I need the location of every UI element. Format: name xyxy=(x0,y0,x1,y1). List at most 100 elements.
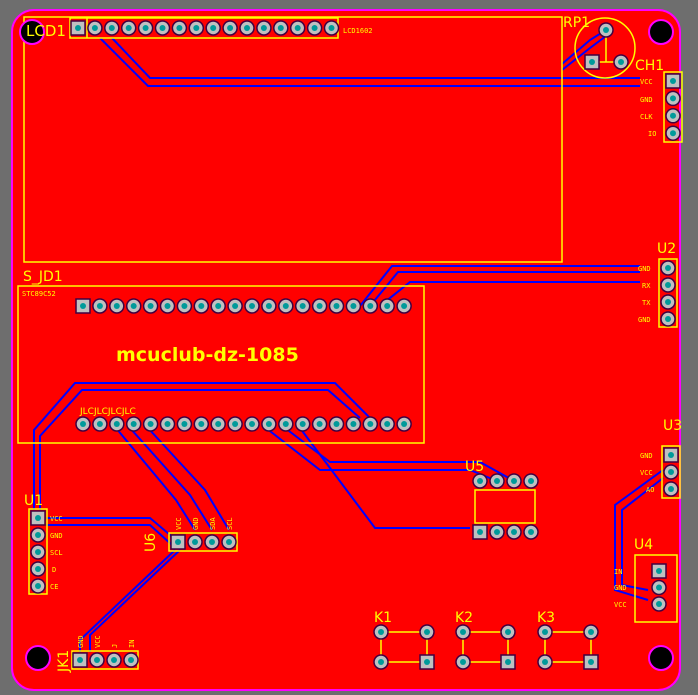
mounting-hole xyxy=(19,19,45,45)
round-pad xyxy=(506,473,522,489)
round-pad xyxy=(256,20,272,36)
ch1-pin-label: GND xyxy=(640,96,653,104)
round-pad xyxy=(613,54,629,70)
round-pad xyxy=(660,294,676,310)
round-pad xyxy=(210,298,226,314)
pads xyxy=(30,20,681,670)
square-pad xyxy=(419,654,435,670)
round-pad xyxy=(489,473,505,489)
round-pad xyxy=(362,416,379,432)
round-pad xyxy=(289,20,306,36)
round-pad xyxy=(176,416,193,432)
round-pad xyxy=(30,544,46,560)
rp1-ref: RP1 xyxy=(563,15,590,31)
round-pad xyxy=(379,298,395,314)
round-pad xyxy=(92,416,108,432)
u2-pin-label: GND xyxy=(638,265,651,273)
round-pad xyxy=(176,298,193,314)
round-pad xyxy=(583,624,599,640)
ch1-pin-label: CLK xyxy=(640,113,653,121)
round-pad xyxy=(30,527,46,543)
round-pad xyxy=(159,416,176,432)
round-pad xyxy=(75,416,91,432)
round-pad xyxy=(244,298,260,314)
jk1-pin-label: IN xyxy=(128,640,136,648)
round-pad xyxy=(294,298,311,314)
u3-pin-label: GND xyxy=(640,452,653,460)
u3-pin-label: VCC xyxy=(640,469,653,477)
jk1-pin-label: J xyxy=(111,644,119,648)
round-pad xyxy=(193,416,210,432)
round-pad xyxy=(500,624,516,640)
round-pad xyxy=(109,298,125,314)
round-pad xyxy=(210,416,226,432)
u6-pin-label: GND xyxy=(192,517,200,530)
round-pad xyxy=(109,416,125,432)
u4-pin-label: IN xyxy=(614,568,622,576)
round-pad xyxy=(373,624,389,640)
k2-ref: K2 xyxy=(455,610,473,626)
round-pad xyxy=(222,20,238,36)
round-pad xyxy=(328,298,345,314)
u1-pin-label: GND xyxy=(50,532,63,540)
round-pad xyxy=(120,20,137,36)
square-pad xyxy=(665,73,681,89)
round-pad xyxy=(30,561,46,577)
mounting-hole xyxy=(648,19,674,45)
round-pad xyxy=(362,298,379,314)
round-pad xyxy=(537,654,553,670)
round-pad xyxy=(106,652,122,668)
u5-ref: U5 xyxy=(465,459,484,475)
u2-pin-label: TX xyxy=(642,299,651,307)
u1-pin-label: D xyxy=(52,566,56,574)
round-pad xyxy=(273,20,289,36)
round-pad xyxy=(187,534,203,550)
square-pad xyxy=(170,534,186,550)
board-title: mcuclub-dz-1085 xyxy=(116,344,299,366)
round-pad xyxy=(205,20,221,36)
round-pad xyxy=(328,416,345,432)
round-pad xyxy=(142,416,159,432)
s-jd1-ref: S_JD1 xyxy=(23,269,63,285)
round-pad xyxy=(306,20,323,36)
square-pad xyxy=(72,652,88,668)
mounting-holes xyxy=(19,19,674,671)
round-pad xyxy=(506,524,522,540)
round-pad xyxy=(125,298,142,314)
round-pad xyxy=(489,524,505,540)
u2-pin-label: RX xyxy=(642,282,651,290)
u6-pin-label: SDA xyxy=(209,517,217,530)
round-pad xyxy=(323,20,340,36)
k3-ref: K3 xyxy=(537,610,555,626)
square-pad xyxy=(651,563,667,579)
square-pad xyxy=(30,510,46,526)
u3-pin-label: AO xyxy=(646,486,654,494)
round-pad xyxy=(663,481,679,497)
jk1-pin-label: VCC xyxy=(94,635,102,648)
round-pad xyxy=(660,260,676,276)
round-pad xyxy=(598,22,614,38)
square-pad xyxy=(75,298,91,314)
round-pad xyxy=(154,20,171,36)
round-pad xyxy=(379,416,395,432)
u6-pin-label: VCC xyxy=(175,517,183,530)
u6-ref: U6 xyxy=(143,533,159,552)
round-pad xyxy=(651,596,667,612)
u2-ref: U2 xyxy=(657,241,676,257)
round-pad xyxy=(159,298,176,314)
round-pad xyxy=(396,416,412,432)
square-pad xyxy=(500,654,516,670)
mounting-hole xyxy=(648,645,674,671)
round-pad xyxy=(455,624,471,640)
u4-pin-label: GND xyxy=(614,584,627,592)
round-pad xyxy=(651,579,667,596)
round-pad xyxy=(523,473,539,489)
round-pad xyxy=(87,20,103,36)
u1-ref: U1 xyxy=(24,493,43,509)
round-pad xyxy=(345,298,362,314)
round-pad xyxy=(261,298,277,314)
round-pad xyxy=(30,578,46,594)
round-pad xyxy=(311,298,328,314)
lcd1-ref: LCD1 xyxy=(26,22,66,40)
